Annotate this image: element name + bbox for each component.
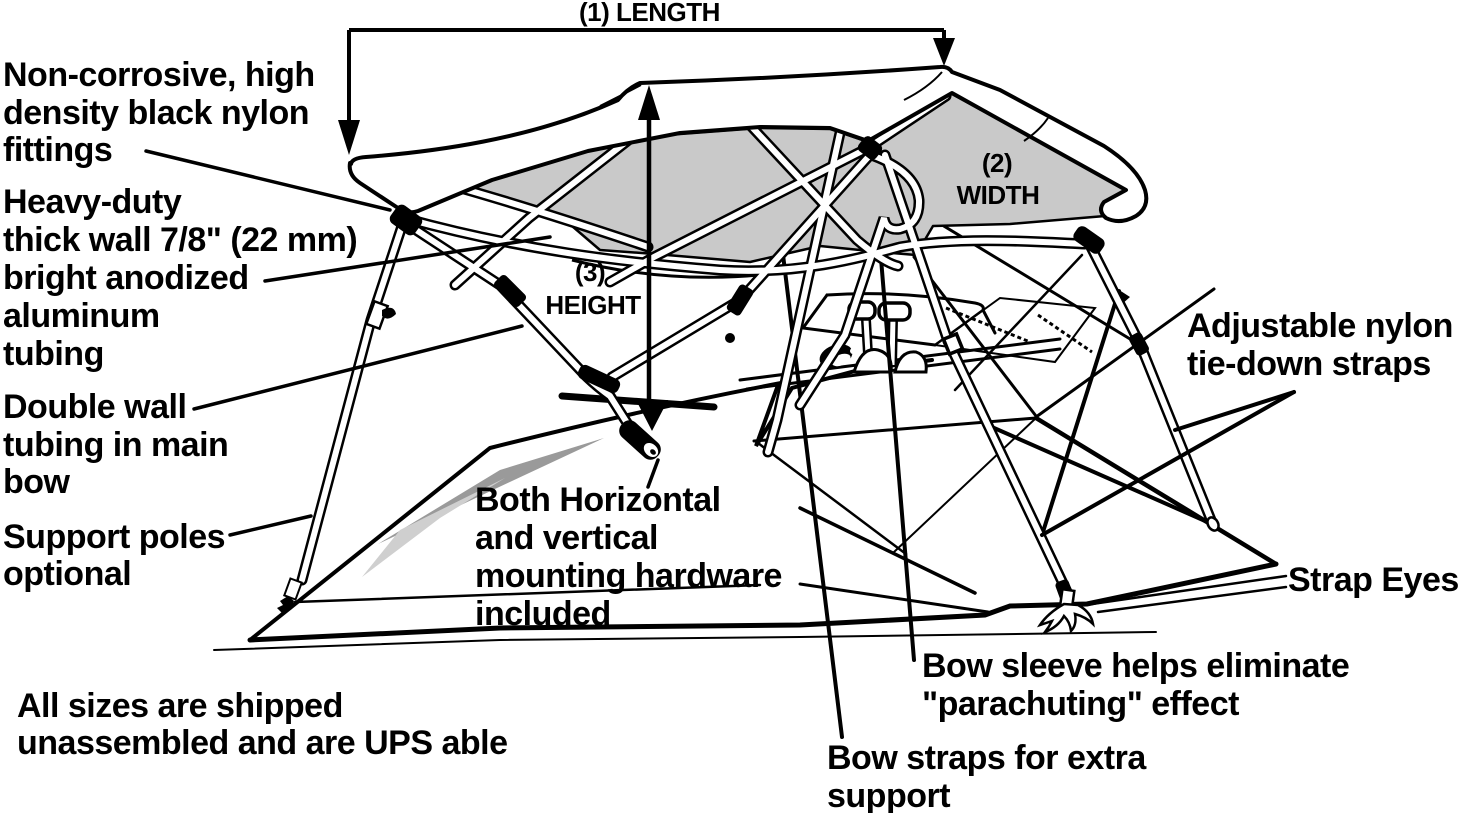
svg-text:WIDTH: WIDTH <box>957 180 1040 210</box>
svg-text:Bow straps for extra: Bow straps for extra <box>827 739 1147 777</box>
svg-text:tubing: tubing <box>3 335 104 373</box>
svg-text:Strap Eyes: Strap Eyes <box>1288 561 1459 599</box>
svg-text:unassembled and are UPS able: unassembled and are UPS able <box>17 724 508 762</box>
svg-text:All sizes are shipped: All sizes are shipped <box>17 687 343 725</box>
svg-text:bow: bow <box>3 463 71 501</box>
svg-text:Non-corrosive, high: Non-corrosive, high <box>3 56 315 94</box>
svg-text:Heavy-duty: Heavy-duty <box>3 183 182 221</box>
svg-text:included: included <box>475 595 611 633</box>
svg-text:mounting hardware: mounting hardware <box>475 557 782 595</box>
svg-text:aluminum: aluminum <box>3 297 160 335</box>
svg-text:thick wall 7/8" (22 mm): thick wall 7/8" (22 mm) <box>3 221 357 259</box>
svg-text:Adjustable nylon: Adjustable nylon <box>1187 307 1453 345</box>
svg-text:fittings: fittings <box>3 131 112 169</box>
svg-text:and vertical: and vertical <box>475 519 658 557</box>
svg-text:tie-down straps: tie-down straps <box>1187 345 1431 383</box>
svg-text:(2): (2) <box>982 148 1012 178</box>
svg-text:support: support <box>827 777 950 813</box>
svg-text:Bow sleeve helps eliminate: Bow sleeve helps eliminate <box>922 647 1349 685</box>
svg-text:Both Horizontal: Both Horizontal <box>475 481 721 519</box>
svg-text:optional: optional <box>3 555 131 593</box>
svg-text:"parachuting" effect: "parachuting" effect <box>922 685 1239 723</box>
svg-text:tubing in main: tubing in main <box>3 426 228 464</box>
svg-text:(3): (3) <box>575 257 605 287</box>
svg-text:HEIGHT: HEIGHT <box>545 290 641 320</box>
svg-text:bright anodized: bright anodized <box>3 259 249 297</box>
svg-text:Support poles: Support poles <box>3 518 225 556</box>
svg-text:Double wall: Double wall <box>3 388 186 426</box>
svg-text:(1) LENGTH: (1) LENGTH <box>579 0 720 27</box>
svg-text:density black nylon: density black nylon <box>3 94 309 132</box>
